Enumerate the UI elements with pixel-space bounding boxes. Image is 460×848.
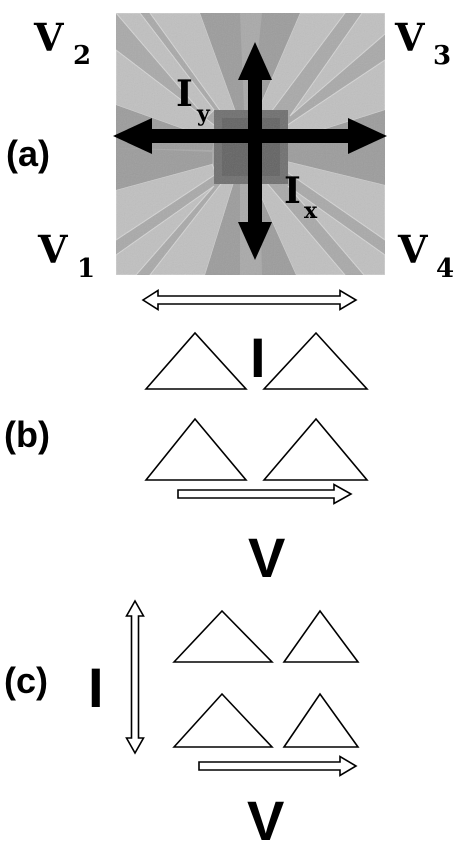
- v4-sub: 4: [436, 254, 454, 284]
- current-label-ix: I x: [284, 170, 318, 224]
- v2-sub: 2: [73, 41, 91, 71]
- arrow-right-head: [348, 118, 387, 154]
- triangle-c-top-right: [282, 609, 360, 663]
- contact-label-v1: V 1: [37, 227, 95, 284]
- panel-c: [125, 599, 360, 777]
- v3-main: V: [394, 15, 426, 60]
- triangle-b-top-left: [144, 331, 248, 390]
- sample-micrograph: [116, 13, 385, 275]
- triangle-b-bottom-left: [144, 417, 248, 481]
- iy-main: I: [176, 73, 193, 115]
- voltage-arrow-c: [198, 755, 358, 777]
- current-double-arrow-b: [141, 289, 358, 311]
- triangle-c-bottom-left: [172, 692, 274, 748]
- current-arrows: [113, 42, 387, 260]
- current-label-b: I: [250, 326, 266, 389]
- triangle-c-bottom-right: [282, 692, 360, 748]
- vertical-arrow-shaft: [248, 70, 262, 240]
- current-label-iy: I y: [176, 73, 211, 127]
- current-double-arrow-c: [125, 599, 145, 755]
- current-label-c: I: [88, 656, 104, 719]
- horizontal-arrow-shaft: [140, 129, 350, 143]
- arrow-left-head: [113, 118, 152, 154]
- arrow-up-head: [238, 42, 272, 80]
- voltage-label-c: V: [247, 789, 284, 848]
- contact-label-v3: V 3: [394, 15, 451, 71]
- arrow-down-head: [238, 222, 272, 260]
- panel-a: I y I x V 2 V 3 V 1 V 4 (a): [6, 13, 454, 284]
- panel-b-label: (b): [4, 414, 50, 455]
- triangle-b-top-right: [262, 331, 369, 390]
- voltage-arrow-b: [177, 483, 353, 505]
- iy-sub: y: [196, 101, 211, 127]
- triangle-b-bottom-right: [262, 417, 369, 481]
- contact-label-v2: V 2: [33, 15, 91, 71]
- v1-sub: 1: [77, 254, 95, 284]
- ix-main: I: [284, 170, 301, 212]
- voltage-label-b: V: [248, 526, 285, 589]
- v1-main: V: [37, 227, 69, 272]
- triangle-c-top-left: [172, 609, 274, 663]
- panel-b: [141, 289, 369, 505]
- contact-label-v4: V 4: [397, 227, 454, 284]
- v4-main: V: [397, 227, 429, 272]
- panel-a-label: (a): [6, 133, 50, 174]
- ix-sub: x: [304, 198, 318, 224]
- panel-c-label: (c): [4, 660, 48, 701]
- v3-sub: 3: [433, 41, 451, 71]
- v2-main: V: [33, 15, 65, 60]
